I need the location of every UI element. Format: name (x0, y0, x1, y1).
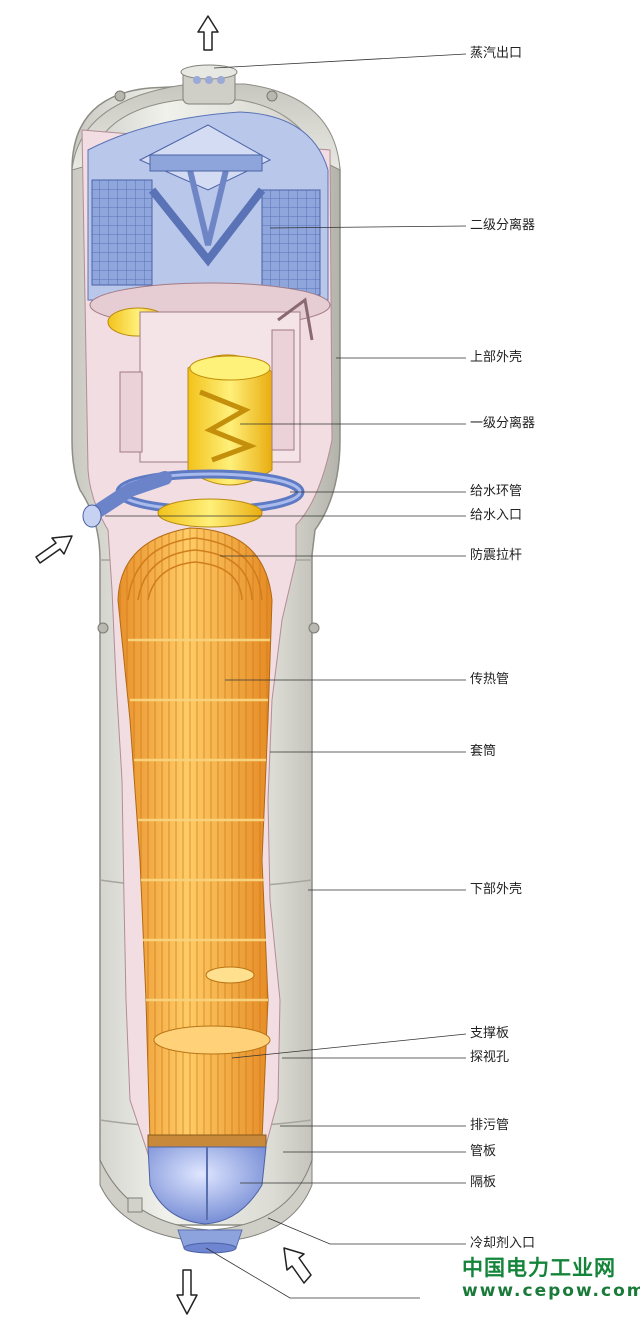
coolant-inlet-arrow (283, 1247, 312, 1284)
feedwater-inlet-arrow (35, 535, 73, 564)
label-primary-separator: 一级分离器 (470, 416, 536, 431)
flow-arrows (35, 15, 312, 1315)
tube-bundle (117, 527, 273, 1141)
label-coolant-inlet: 冷却剂入口 (470, 1236, 536, 1251)
primary-separator-assembly (89, 282, 331, 486)
secondary-separator-assembly (87, 111, 329, 301)
label-heat-transfer-tubes: 传热管 (470, 672, 510, 687)
coolant-outlet-arrow (176, 1269, 198, 1315)
label-anti-vibration-bar: 防震拉杆 (470, 548, 523, 563)
label-upper-shell: 上部外壳 (470, 350, 523, 365)
label-secondary-separator: 二级分离器 (470, 218, 536, 233)
label-blowdown-pipe: 排污管 (470, 1118, 510, 1133)
label-feedwater-ring: 给水环管 (470, 484, 523, 499)
label-partition-plate: 隔板 (470, 1175, 497, 1190)
label-support-plate: 支撑板 (470, 1026, 510, 1041)
label-steam-outlet: 蒸汽出口 (470, 46, 523, 61)
label-wrapper: 套筒 (470, 744, 497, 759)
steam-outlet-arrow (197, 15, 219, 51)
label-tube-sheet: 管板 (470, 1144, 497, 1159)
label-inspection-hole: 探视孔 (470, 1050, 510, 1065)
channel-head (147, 1134, 267, 1225)
watermark-site-name: 中国电力工业网 (462, 1256, 616, 1280)
label-feedwater-inlet: 给水入口 (470, 508, 523, 523)
feedwater-ring-assembly (82, 469, 305, 528)
watermark-site-url: www.cepow.com (462, 1281, 640, 1301)
label-lower-shell: 下部外壳 (470, 882, 523, 897)
leader-lines (105, 53, 467, 1299)
